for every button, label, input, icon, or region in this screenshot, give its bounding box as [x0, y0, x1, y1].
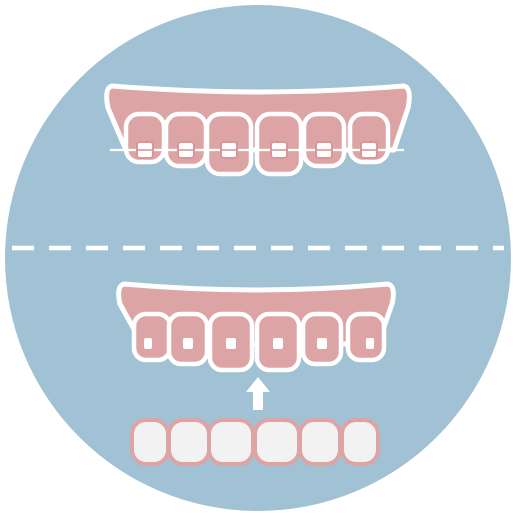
- aligner-tooth-inner: [259, 424, 295, 460]
- attachment: [183, 338, 193, 349]
- aligner-teeth-icon: [116, 281, 396, 373]
- attachment: [144, 338, 152, 349]
- tooth: [301, 111, 347, 169]
- braces-teeth-icon: [104, 83, 412, 177]
- aligner-tooth-inner: [304, 424, 336, 460]
- attachment: [317, 338, 327, 349]
- aligner-tooth-inner: [136, 424, 164, 460]
- aligner-tooth-inner: [173, 424, 205, 460]
- tooth: [131, 311, 173, 363]
- tooth: [345, 311, 387, 363]
- aligner-tooth-inner: [213, 424, 249, 460]
- attachment: [366, 338, 374, 349]
- arrow-up-icon: [246, 377, 270, 410]
- attachment: [226, 338, 236, 349]
- aligner-tooth-inner: [346, 424, 374, 460]
- attachment: [273, 338, 283, 349]
- aligner-tray-icon: [130, 418, 380, 466]
